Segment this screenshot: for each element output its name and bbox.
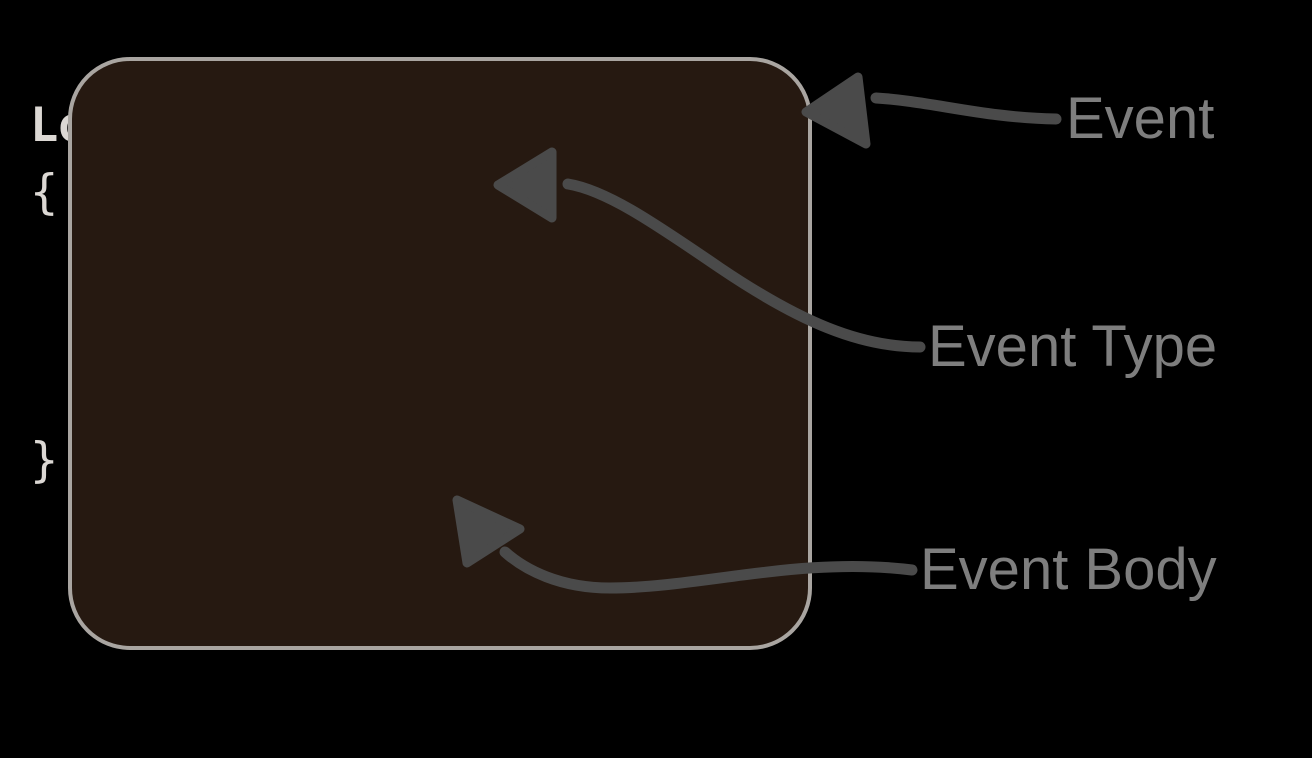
event-card bbox=[68, 57, 812, 650]
event-body-brace-close: } bbox=[30, 433, 59, 488]
annotation-label-event-type: Event Type bbox=[928, 314, 1218, 379]
annotation-label-event-body: Event Body bbox=[920, 537, 1217, 602]
event-body-brace-open: { bbox=[30, 165, 59, 220]
event-arrow bbox=[801, 72, 1062, 149]
annotation-label-event: Event bbox=[1066, 86, 1215, 151]
event-arrow-line bbox=[870, 92, 1062, 125]
event-arrowhead-icon bbox=[801, 72, 871, 149]
